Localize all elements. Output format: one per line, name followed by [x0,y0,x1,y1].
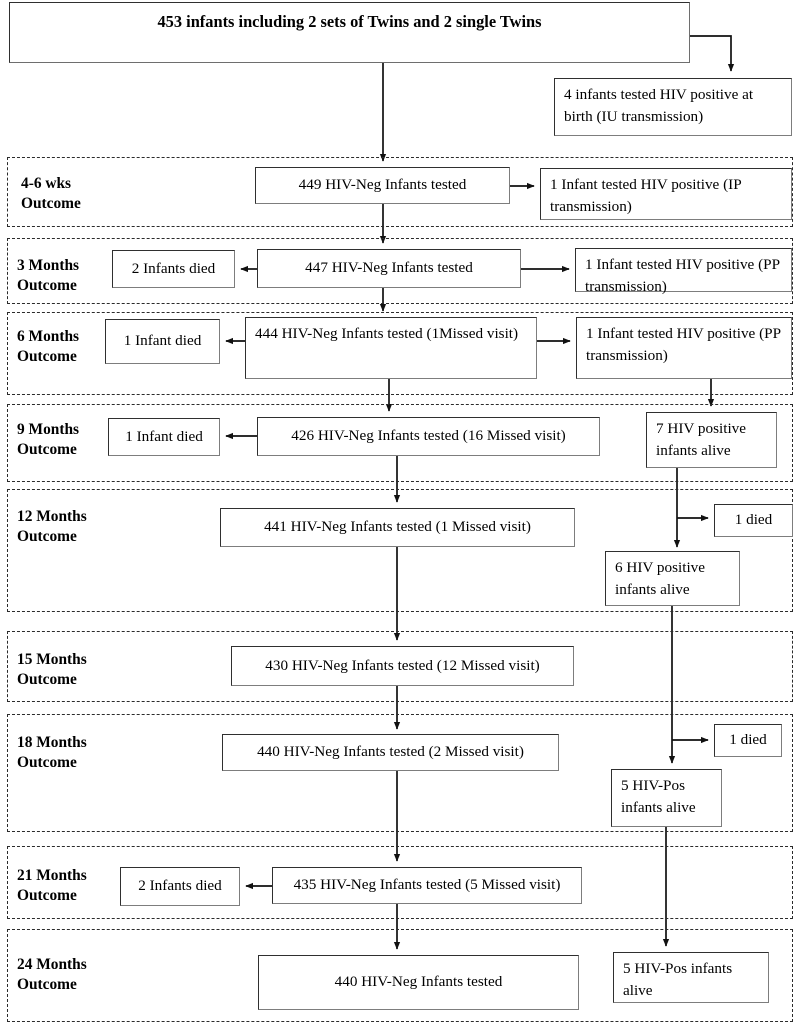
node-430-hiv-neg-tested: 430 HIV-Neg Infants tested (12 Missed vi… [231,646,574,686]
node-426-label: 426 HIV-Neg Infants tested (16 Missed vi… [291,427,566,445]
node-430-label: 430 HIV-Neg Infants tested (12 Missed vi… [265,656,540,674]
band-3-months [7,238,793,304]
node-440-18mo-label: 440 HIV-Neg Infants tested (2 Missed vis… [257,743,524,761]
band-6-months [7,312,793,395]
node-435-label: 435 HIV-Neg Infants tested (5 Missed vis… [293,876,561,894]
node-18mo-hiv-pos-died-label: 1 died [729,731,767,749]
node-441-label: 441 HIV-Neg Infants tested (1 Missed vis… [264,518,531,536]
band-15-months [7,631,793,702]
node-21mo-deaths: 2 Infants died [120,867,240,906]
node-12mo-hiv-pos-died: 1 died [714,504,793,537]
node-441-hiv-neg-tested: 441 HIV-Neg Infants tested (1 Missed vis… [220,508,575,547]
node-6mo-pp-transmission: 1 Infant tested HIV positive (PP transmi… [576,317,792,379]
node-9mo-hiv-pos-alive-label: 7 HIV positive infants alive [656,420,746,460]
node-447-hiv-neg-tested: 447 HIV-Neg Infants tested [257,249,521,288]
band-label-15-months: 15 Months Outcome [17,651,87,689]
node-435-hiv-neg-tested: 435 HIV-Neg Infants tested (5 Missed vis… [272,867,582,904]
node-21mo-deaths-label: 2 Infants died [138,877,222,895]
node-3mo-pp-label: 1 Infant tested HIV positive (PP transmi… [585,256,780,296]
node-ip-transmission: 1 Infant tested HIV positive (IP transmi… [540,168,792,220]
node-18mo-hiv-pos-alive: 5 HIV-Pos infants alive [611,769,722,827]
iu-transmission-box: 4 infants tested HIV positive at birth (… [554,78,792,136]
band-24-months [7,929,793,1022]
band-12-months [7,489,793,612]
node-3mo-pp-transmission: 1 Infant tested HIV positive (PP transmi… [575,248,792,295]
node-12mo-hiv-pos-alive: 6 HIV positive infants alive [605,551,740,606]
band-label-24-months: 24 Months Outcome [17,956,87,994]
node-6mo-deaths-label: 1 Infant died [123,332,202,350]
node-12mo-hiv-pos-alive-label: 6 HIV positive infants alive [615,559,705,599]
node-440-18mo-hiv-neg-tested: 440 HIV-Neg Infants tested (2 Missed vis… [222,734,559,771]
node-440-24mo-hiv-neg-tested: 440 HIV-Neg Infants tested [258,955,579,1010]
iu-transmission-label: 4 infants tested HIV positive at birth (… [564,86,754,126]
node-426-hiv-neg-tested: 426 HIV-Neg Infants tested (16 Missed vi… [257,417,600,456]
node-447-label: 447 HIV-Neg Infants tested [305,259,473,277]
node-440-24mo-label: 440 HIV-Neg Infants tested [334,973,503,991]
node-24mo-hiv-pos-alive-label: 5 HIV-Pos infants alive [623,960,733,1000]
band-label-4-6-wks: 4-6 wks Outcome [21,175,81,213]
node-449-label: 449 HIV-Neg Infants tested [298,176,467,194]
band-9-months [7,404,793,482]
root-box: 453 infants including 2 sets of Twins an… [9,2,690,63]
root-box-label: 453 infants including 2 sets of Twins an… [157,12,542,31]
node-ip-transmission-label: 1 Infant tested HIV positive (IP transmi… [550,176,742,216]
node-3mo-deaths: 2 Infants died [112,250,235,288]
node-9mo-hiv-pos-alive: 7 HIV positive infants alive [646,412,777,468]
band-18-months [7,714,793,832]
node-6mo-pp-label: 1 Infant tested HIV positive (PP transmi… [586,325,781,365]
node-9mo-deaths-label: 1 Infant died [125,427,203,445]
band-label-18-months: 18 Months Outcome [17,734,87,772]
band-4-6-wks [7,157,793,227]
node-449-hiv-neg-tested: 449 HIV-Neg Infants tested [255,167,510,204]
node-12mo-hiv-pos-died-label: 1 died [734,511,773,529]
node-444-hiv-neg-tested: 444 HIV-Neg Infants tested (1Missed visi… [245,317,537,379]
node-3mo-deaths-label: 2 Infants died [131,259,216,277]
band-label-21-months: 21 Months Outcome [17,867,87,905]
node-9mo-deaths: 1 Infant died [108,418,220,456]
node-6mo-deaths: 1 Infant died [105,319,220,364]
band-label-9-months: 9 Months Outcome [17,421,79,459]
band-label-12-months: 12 Months Outcome [17,508,87,546]
node-24mo-hiv-pos-alive: 5 HIV-Pos infants alive [613,952,769,1003]
band-21-months [7,846,793,919]
node-18mo-hiv-pos-alive-label: 5 HIV-Pos infants alive [621,777,696,817]
band-label-3-months: 3 Months Outcome [17,257,79,295]
band-label-6-months: 6 Months Outcome [17,328,79,366]
node-444-label: 444 HIV-Neg Infants tested (1Missed visi… [255,325,519,342]
node-18mo-hiv-pos-died: 1 died [714,724,782,757]
